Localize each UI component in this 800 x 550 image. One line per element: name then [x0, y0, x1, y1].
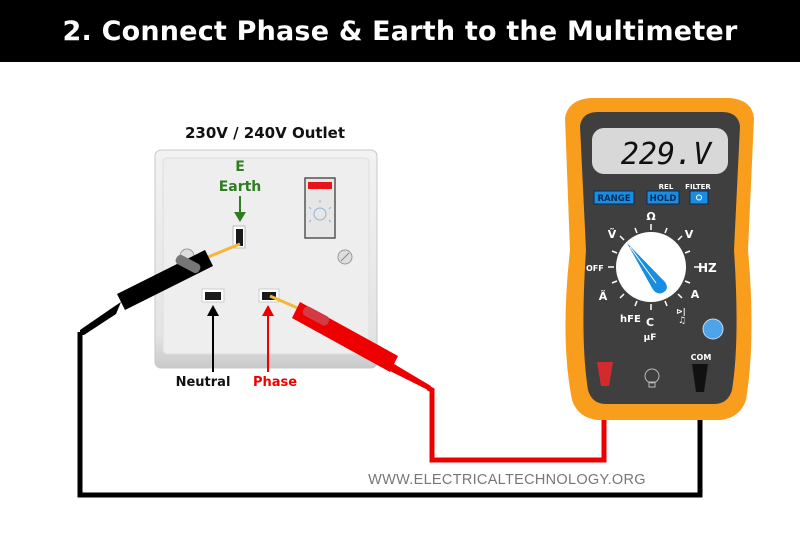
power-button[interactable]: [702, 318, 724, 340]
switch-indicator: [308, 182, 332, 189]
filter-button[interactable]: [689, 190, 709, 205]
v-ac-label: Ṽ: [608, 228, 617, 241]
phase-socket: [262, 292, 276, 300]
diode-icon: ⊳|: [676, 307, 686, 316]
backlight-bulb-icon: [644, 368, 660, 388]
phase-label: Phase: [253, 375, 297, 390]
com-label: COM: [691, 353, 712, 362]
display-reading: 229.V: [621, 137, 713, 172]
red-test-probe[interactable]: [269, 294, 607, 463]
hold-button-label: HOLD: [650, 194, 677, 204]
continuity-icon: ♫: [678, 316, 686, 326]
phase-arrow-icon: [262, 305, 274, 372]
com-input-jack[interactable]: [692, 364, 708, 392]
dial-pointer: [627, 243, 667, 294]
neutral-socket: [205, 292, 221, 300]
outlet-title: 230V / 240V Outlet: [185, 124, 345, 142]
bulb-icon: [308, 200, 332, 223]
capacitance-label: C: [646, 316, 654, 329]
black-test-probe[interactable]: [77, 242, 703, 498]
sun-icon: [696, 194, 702, 201]
hfe-label: hFE: [620, 314, 641, 325]
range-button[interactable]: RANGE: [593, 190, 635, 205]
rotary-dial[interactable]: [608, 224, 700, 310]
lcd-display: [592, 128, 728, 174]
multimeter: 229.V REL FILTER RANGE HOLD: [565, 98, 754, 420]
cap-unit-label: µF: [644, 333, 657, 343]
outlet-switch[interactable]: [304, 177, 336, 239]
watermark: WWW.ELECTRICALTECHNOLOGY.ORG: [368, 472, 646, 488]
ohm-label: Ω: [646, 210, 656, 223]
rel-label: REL: [659, 183, 674, 191]
earth-socket: [236, 229, 243, 246]
earth-arrow-icon: [234, 196, 246, 222]
neutral-label: Neutral: [176, 375, 231, 390]
hold-button[interactable]: HOLD: [646, 190, 680, 205]
neutral-arrow-icon: [207, 305, 219, 372]
range-button-label: RANGE: [597, 194, 630, 204]
a-ac-label: Ã: [599, 290, 608, 303]
black-lead-wire: [77, 332, 703, 498]
page-title: 2. Connect Phase & Earth to the Multimet…: [0, 0, 800, 62]
red-lead-wire: [426, 385, 607, 463]
a-dc-label: A: [691, 288, 700, 301]
filter-label: FILTER: [685, 183, 711, 191]
earth-short-label: E: [235, 159, 245, 175]
earth-label: Earth: [219, 179, 262, 195]
v-dc-label: V: [685, 228, 694, 241]
voltage-input-jack[interactable]: [597, 362, 613, 386]
off-label: OFF: [586, 264, 604, 273]
hz-label: HZ: [698, 261, 717, 275]
wall-outlet: [154, 149, 378, 369]
